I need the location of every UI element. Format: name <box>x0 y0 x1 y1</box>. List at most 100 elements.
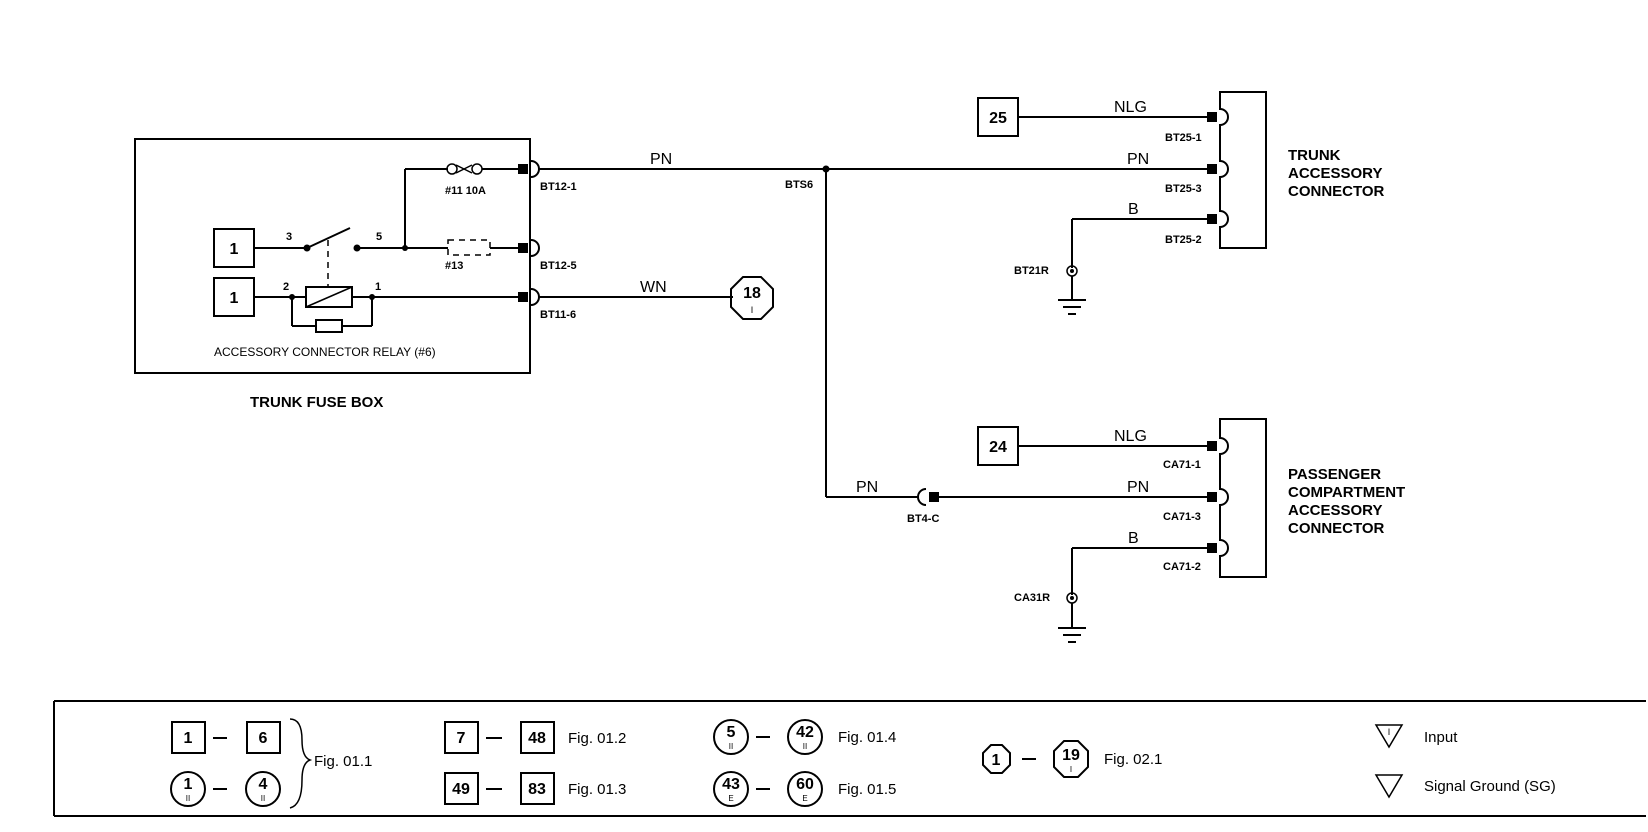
bts6-label: BTS6 <box>785 179 813 191</box>
bt25-1-label: BT25-1 <box>1165 132 1202 144</box>
trunk-fuse-box: 1 1 3 5 #11 10A #13 <box>134 138 531 374</box>
legend: 1 6 1 II 4 II Fig. 01.1 7 48 Fig. 01.2 4… <box>53 700 1646 817</box>
bt25-1-terminal <box>1207 112 1217 122</box>
bt21r-ground-dot <box>1070 269 1074 273</box>
ref-18-sub: I <box>751 305 754 315</box>
legend-g2-b: 48 <box>528 730 546 747</box>
legend-g1-a: 1 <box>184 730 193 747</box>
legend-g6-b: 19 <box>1062 747 1080 764</box>
ca71-3-terminal <box>1207 492 1217 502</box>
bt11-6-terminal <box>518 292 528 302</box>
legend-g1-box-a <box>171 721 206 754</box>
ref-18-octagon <box>730 276 774 320</box>
bt12-5-connector <box>530 239 540 257</box>
legend-g3-box-b <box>520 772 555 805</box>
legend-g3-box-a <box>444 772 479 805</box>
legend-g3-b: 83 <box>528 781 546 798</box>
legend-g2-box-b <box>520 721 555 754</box>
input-triangle-icon <box>1374 724 1404 749</box>
legend-g4-circle-a <box>713 719 749 755</box>
trunk-connector-name-3: CONNECTOR <box>1288 183 1385 200</box>
b-trunk-label: B <box>1128 201 1139 218</box>
bt11-6-label: BT11-6 <box>540 309 576 321</box>
legend-g1-d: 4 <box>259 776 268 793</box>
bt4-c-label: BT4-C <box>907 513 939 525</box>
legend-g2-fig: Fig. 01.2 <box>568 730 626 747</box>
legend-input-label: Input <box>1424 729 1458 746</box>
fuse-13-label: #13 <box>445 260 463 272</box>
legend-g1-box-b <box>246 721 281 754</box>
fuse-box-title: TRUNK FUSE BOX <box>250 394 383 411</box>
pn-main-label: PN <box>650 151 672 168</box>
legend-g6-b-sub: I <box>1070 765 1072 774</box>
wn-label: WN <box>640 279 667 296</box>
legend-g1-fig: Fig. 01.1 <box>314 753 372 770</box>
ref-25-label: 25 <box>989 110 1007 127</box>
legend-g5-b: 60 <box>796 776 814 793</box>
ca31r-ground-dot <box>1070 596 1074 600</box>
ca71-2-terminal <box>1207 543 1217 553</box>
input-box-bottom-label: 1 <box>230 290 239 307</box>
nlg-top-label: NLG <box>1114 99 1147 116</box>
trunk-connector-name-2: ACCESSORY <box>1288 165 1382 182</box>
legend-g5-a-sub: E <box>728 794 733 803</box>
bt4-c-terminal <box>929 492 939 502</box>
legend-g2-a: 7 <box>457 730 466 747</box>
legend-g4-a: 5 <box>727 724 736 741</box>
legend-g5-a: 43 <box>722 776 740 793</box>
ca71-2-label: CA71-2 <box>1163 561 1201 573</box>
legend-g1-b: 6 <box>259 730 268 747</box>
bt12-5-label: BT12-5 <box>540 260 577 272</box>
legend-g4-fig: Fig. 01.4 <box>838 729 896 746</box>
bt25-3-label: BT25-3 <box>1165 183 1202 195</box>
bt25-2-terminal <box>1207 214 1217 224</box>
relay-label: ACCESSORY CONNECTOR RELAY (#6) <box>214 345 436 359</box>
trunk-connector-body <box>1219 91 1267 249</box>
bt25-2-label: BT25-2 <box>1165 234 1202 246</box>
legend-g1-brace <box>289 718 313 809</box>
bt12-5-terminal <box>518 243 528 253</box>
pn-trunk-label: PN <box>1127 151 1149 168</box>
pin-2-label: 2 <box>283 281 289 293</box>
ca31r-label: CA31R <box>1014 592 1050 604</box>
pin-3-label: 3 <box>286 231 292 243</box>
legend-g6-octagon-a <box>982 744 1011 774</box>
legend-g1-c-sub: II <box>186 794 190 803</box>
legend-g6-a: 1 <box>992 752 1001 769</box>
legend-signal-ground-label: Signal Ground (SG) <box>1424 778 1556 795</box>
legend-g1-circle-c <box>170 771 206 807</box>
legend-g5-circle-a <box>713 771 749 807</box>
passenger-connector-body <box>1219 418 1267 578</box>
legend-g6-fig: Fig. 02.1 <box>1104 751 1162 768</box>
ca71-1-terminal <box>1207 441 1217 451</box>
nlg-bottom-label: NLG <box>1114 428 1147 445</box>
ca71-1-label: CA71-1 <box>1163 459 1201 471</box>
ref-24-label: 24 <box>989 439 1007 456</box>
legend-g1-circle-d <box>245 771 281 807</box>
signal-ground-triangle-icon <box>1374 774 1404 799</box>
pin-1-label: 1 <box>375 281 381 293</box>
legend-g2-box-a <box>444 721 479 754</box>
bt11-6-connector <box>530 288 540 306</box>
input-triangle-sym: I <box>1388 727 1391 737</box>
legend-g1-d-sub: II <box>261 794 265 803</box>
passenger-connector-name-3: ACCESSORY <box>1288 502 1382 519</box>
relay-resistor <box>315 319 343 333</box>
fuse-13-symbol <box>447 239 491 256</box>
bt12-1-connector <box>530 160 540 178</box>
b-pass-label: B <box>1128 530 1139 547</box>
switch-blade <box>306 227 351 249</box>
pn-pass-label: PN <box>1127 479 1149 496</box>
legend-g3-fig: Fig. 01.3 <box>568 781 626 798</box>
legend-g4-a-sub: II <box>729 742 733 751</box>
legend-g4-b-sub: II <box>803 742 807 751</box>
legend-g4-circle-b <box>787 719 823 755</box>
legend-g5-fig: Fig. 01.5 <box>838 781 896 798</box>
bt12-1-label: BT12-1 <box>540 181 577 193</box>
ref-18-label: 18 <box>743 285 761 302</box>
fuse-box-outline <box>134 138 531 374</box>
passenger-connector-name-4: CONNECTOR <box>1288 520 1385 537</box>
passenger-connector-name-2: COMPARTMENT <box>1288 484 1405 501</box>
pin-5-label: 5 <box>376 231 382 243</box>
